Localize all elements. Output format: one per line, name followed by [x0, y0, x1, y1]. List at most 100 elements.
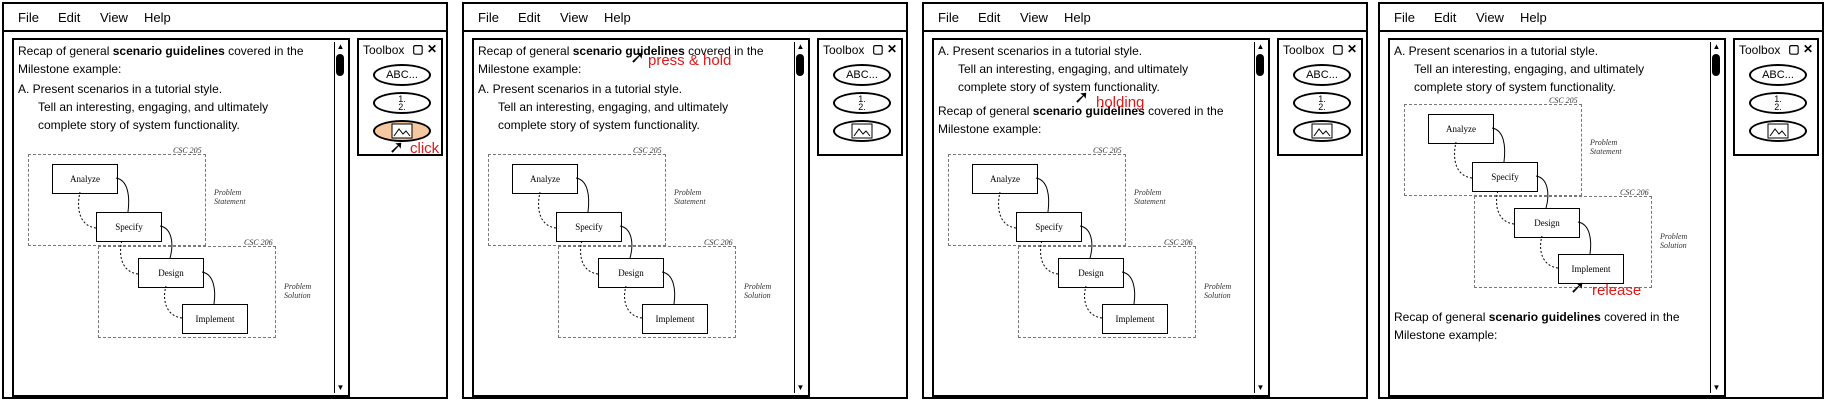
- scroll-down-arrow-icon[interactable]: ▼: [1256, 383, 1265, 392]
- menu-view[interactable]: View: [1476, 10, 1504, 25]
- menu-bar: File Edit View Help: [1380, 4, 1822, 32]
- menu-edit[interactable]: Edit: [1434, 10, 1457, 25]
- specify-box: Specify: [1472, 162, 1538, 192]
- problem-statement-label: Problem Statement: [1134, 188, 1166, 206]
- menu-help[interactable]: Help: [144, 10, 171, 25]
- design-box: Design: [1058, 258, 1124, 288]
- text-tool-button[interactable]: ABC...: [373, 64, 431, 86]
- menu-view[interactable]: View: [1020, 10, 1048, 25]
- problem-solution-label: Problem Solution: [744, 282, 772, 300]
- document-area[interactable]: Recap of general scenario guidelines cov…: [12, 38, 350, 397]
- process-diagram: CSC 205 CSC 206 Problem Statement Proble…: [938, 146, 1231, 346]
- toolbox-window: Toolbox ▢ ✕ ABC... 1.2.: [1277, 38, 1363, 156]
- course-label-top: CSC 205: [633, 146, 662, 155]
- vertical-scrollbar[interactable]: ▲ ▼: [794, 42, 806, 393]
- specify-box: Specify: [556, 212, 622, 242]
- menu-file[interactable]: File: [18, 10, 39, 25]
- scroll-thumb[interactable]: [1256, 54, 1264, 76]
- design-box: Design: [1514, 208, 1580, 238]
- menu-bar: File Edit View Help: [464, 4, 906, 32]
- list-tool-button[interactable]: 1.2.: [833, 92, 891, 114]
- design-box: Design: [138, 258, 204, 288]
- image-icon: [391, 123, 413, 139]
- text-tool-button[interactable]: ABC...: [833, 64, 891, 86]
- process-diagram: CSC 205 CSC 206 Problem Statement Proble…: [478, 146, 771, 346]
- menu-file[interactable]: File: [478, 10, 499, 25]
- text-tool-button[interactable]: ABC...: [1293, 64, 1351, 86]
- flow-arrows: [1454, 127, 1592, 269]
- point-a: A. Present scenarios in a tutorial style…: [938, 44, 1143, 58]
- toolbox-title: Toolbox: [1283, 43, 1325, 57]
- scroll-thumb[interactable]: [796, 54, 804, 76]
- scroll-up-arrow-icon[interactable]: ▲: [336, 42, 345, 51]
- problem-solution-label: Problem Solution: [1204, 282, 1232, 300]
- scroll-up-arrow-icon[interactable]: ▲: [1712, 42, 1721, 51]
- recap-paragraph: Recap of general scenario guidelines cov…: [478, 44, 764, 76]
- menu-bar: File Edit View Help: [4, 4, 446, 32]
- image-tool-button[interactable]: [1293, 120, 1351, 142]
- menu-help[interactable]: Help: [1520, 10, 1547, 25]
- course-label-top: CSC 205: [1549, 96, 1578, 105]
- menu-help[interactable]: Help: [604, 10, 631, 25]
- implement-box: Implement: [1102, 304, 1168, 334]
- vertical-scrollbar[interactable]: ▲ ▼: [334, 42, 346, 393]
- toolbox-window-controls[interactable]: ▢ ✕: [1332, 42, 1357, 56]
- list-tool-button[interactable]: 1.2.: [1293, 92, 1351, 114]
- toolbox-window-controls[interactable]: ▢ ✕: [1788, 42, 1813, 56]
- document-area[interactable]: A. Present scenarios in a tutorial style…: [932, 38, 1270, 397]
- toolbox-window-controls[interactable]: ▢ ✕: [412, 42, 437, 56]
- vertical-scrollbar[interactable]: ▲ ▼: [1710, 42, 1722, 393]
- toolbox-title: Toolbox: [363, 43, 405, 57]
- scroll-down-arrow-icon[interactable]: ▼: [796, 383, 805, 392]
- menu-view[interactable]: View: [560, 10, 588, 25]
- implement-box: Implement: [642, 304, 708, 334]
- menu-file[interactable]: File: [1394, 10, 1415, 25]
- implement-box: Implement: [1558, 254, 1624, 284]
- menu-edit[interactable]: Edit: [978, 10, 1001, 25]
- release-annotation: release: [1592, 282, 1642, 299]
- list-tool-button[interactable]: 1.2.: [1749, 92, 1807, 114]
- point-a-detail: Tell an interesting, engaging, and ultim…: [498, 100, 729, 132]
- scroll-thumb[interactable]: [1712, 54, 1720, 76]
- group-top: [488, 154, 666, 246]
- menu-view[interactable]: View: [100, 10, 128, 25]
- course-label-bottom: CSC 206: [1620, 188, 1649, 197]
- scroll-thumb[interactable]: [336, 54, 344, 76]
- group-top: [28, 154, 206, 246]
- recap-paragraph: Recap of general scenario guidelines cov…: [18, 44, 304, 76]
- document-area[interactable]: A. Present scenarios in a tutorial style…: [1388, 38, 1726, 397]
- mouse-cursor-icon: ➚: [1074, 87, 1090, 107]
- menu-edit[interactable]: Edit: [58, 10, 81, 25]
- implement-box: Implement: [182, 304, 248, 334]
- point-a-detail: Tell an interesting, engaging, and ultim…: [38, 100, 269, 132]
- scroll-down-arrow-icon[interactable]: ▼: [336, 383, 345, 392]
- course-label-top: CSC 205: [1093, 146, 1122, 155]
- problem-statement-label: Problem Statement: [214, 188, 246, 206]
- menu-edit[interactable]: Edit: [518, 10, 541, 25]
- toolbox-window-controls[interactable]: ▢ ✕: [872, 42, 897, 56]
- image-tool-button[interactable]: [833, 120, 891, 142]
- point-a-detail: Tell an interesting, engaging, and ultim…: [1414, 62, 1645, 94]
- click-annotation: click: [410, 140, 440, 157]
- press-and-hold-annotation: press & hold: [648, 52, 732, 69]
- vertical-scrollbar[interactable]: ▲ ▼: [1254, 42, 1266, 393]
- menu-file[interactable]: File: [938, 10, 959, 25]
- image-tool-button[interactable]: [1749, 120, 1807, 142]
- scroll-up-arrow-icon[interactable]: ▲: [1256, 42, 1265, 51]
- scroll-up-arrow-icon[interactable]: ▲: [796, 42, 805, 51]
- analyze-box: Analyze: [512, 164, 578, 194]
- recap-paragraph: Recap of general scenario guidelines cov…: [1394, 310, 1680, 342]
- panel-3-holding: File Edit View Help A. Present scenarios…: [922, 2, 1368, 399]
- recap-paragraph: Recap of general scenario guidelines cov…: [938, 104, 1224, 136]
- scroll-down-arrow-icon[interactable]: ▼: [1712, 383, 1721, 392]
- document-area[interactable]: Recap of general scenario guidelines cov…: [472, 38, 810, 397]
- menu-bar: File Edit View Help: [924, 4, 1366, 32]
- panel-4-release: File Edit View Help A. Present scenarios…: [1378, 2, 1824, 399]
- menu-help[interactable]: Help: [1064, 10, 1091, 25]
- image-tool-button[interactable]: [373, 120, 431, 142]
- list-tool-button[interactable]: 1.2.: [373, 92, 431, 114]
- text-tool-button[interactable]: ABC...: [1749, 64, 1807, 86]
- analyze-box: Analyze: [52, 164, 118, 194]
- group-top: [1404, 104, 1582, 196]
- problem-statement-label: Problem Statement: [674, 188, 706, 206]
